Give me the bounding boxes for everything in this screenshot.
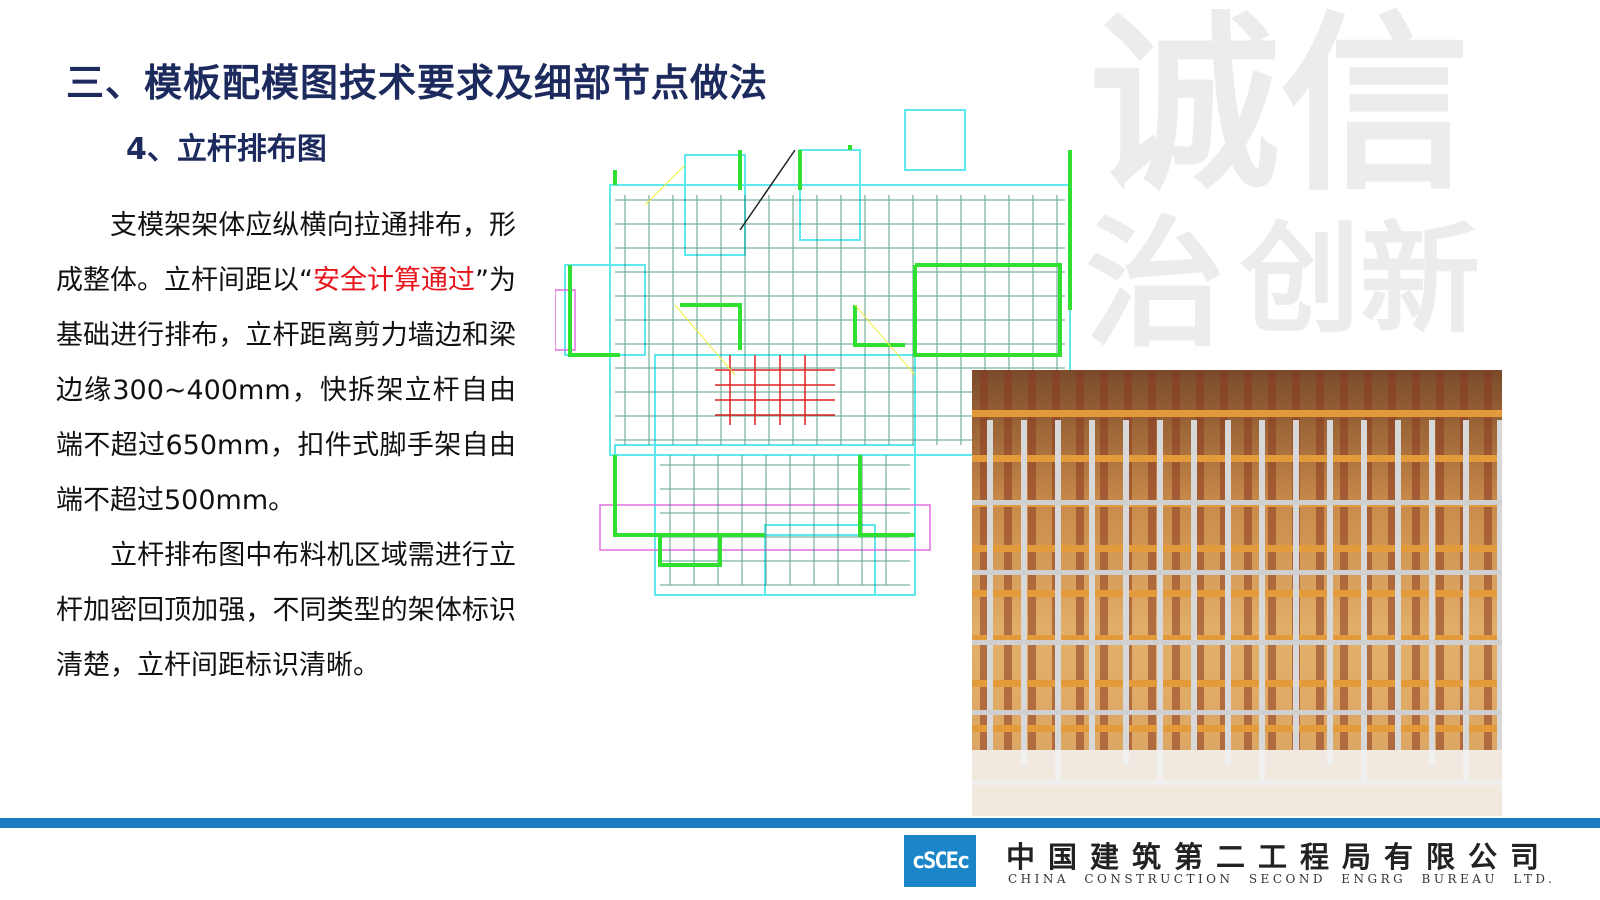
company-name-en: CHINA CONSTRUCTION SECOND ENGRG BUREAU L… xyxy=(1008,872,1556,886)
company-name-cn: 中国建筑第二工程局有限公司 xyxy=(1006,840,1553,874)
watermark: 创新 xyxy=(1240,209,1480,350)
body-text: 支模架架体应纵横向拉通排布，形成整体。立杆间距以“安全计算通过”为基础进行排布，… xyxy=(56,198,516,693)
pole-layout-drawing xyxy=(555,109,1072,596)
highlight-text: 安全计算通过 xyxy=(313,265,475,296)
page-title: 三、模板配模图技术要求及细部节点做法 xyxy=(66,61,769,105)
cscec-logo: cSCEc xyxy=(904,835,976,887)
footer-bar xyxy=(0,818,1600,828)
watermark: 治 xyxy=(1085,203,1226,367)
section-subtitle: 4、立杆排布图 xyxy=(126,132,327,167)
paragraph: 支模架架体应纵横向拉通排布，形成整体。立杆间距以“安全计算通过”为基础进行排布，… xyxy=(56,198,516,528)
text: 支模架架体应纵横向拉通排布，形成整体。立杆间距以“ xyxy=(56,210,516,296)
pole-grid xyxy=(615,195,1065,586)
scaffold-3d-render xyxy=(972,370,1502,816)
watermark: 诚信 xyxy=(1090,0,1471,216)
paragraph: 立杆排布图中布料机区域需进行立杆加密回顶加强，不同类型的架体标识清楚，立杆间距标… xyxy=(56,540,516,681)
text: ”为基础进行排布，立杆距离剪力墙边和梁边缘300~400mm，快拆架立杆自由端不… xyxy=(56,265,516,516)
